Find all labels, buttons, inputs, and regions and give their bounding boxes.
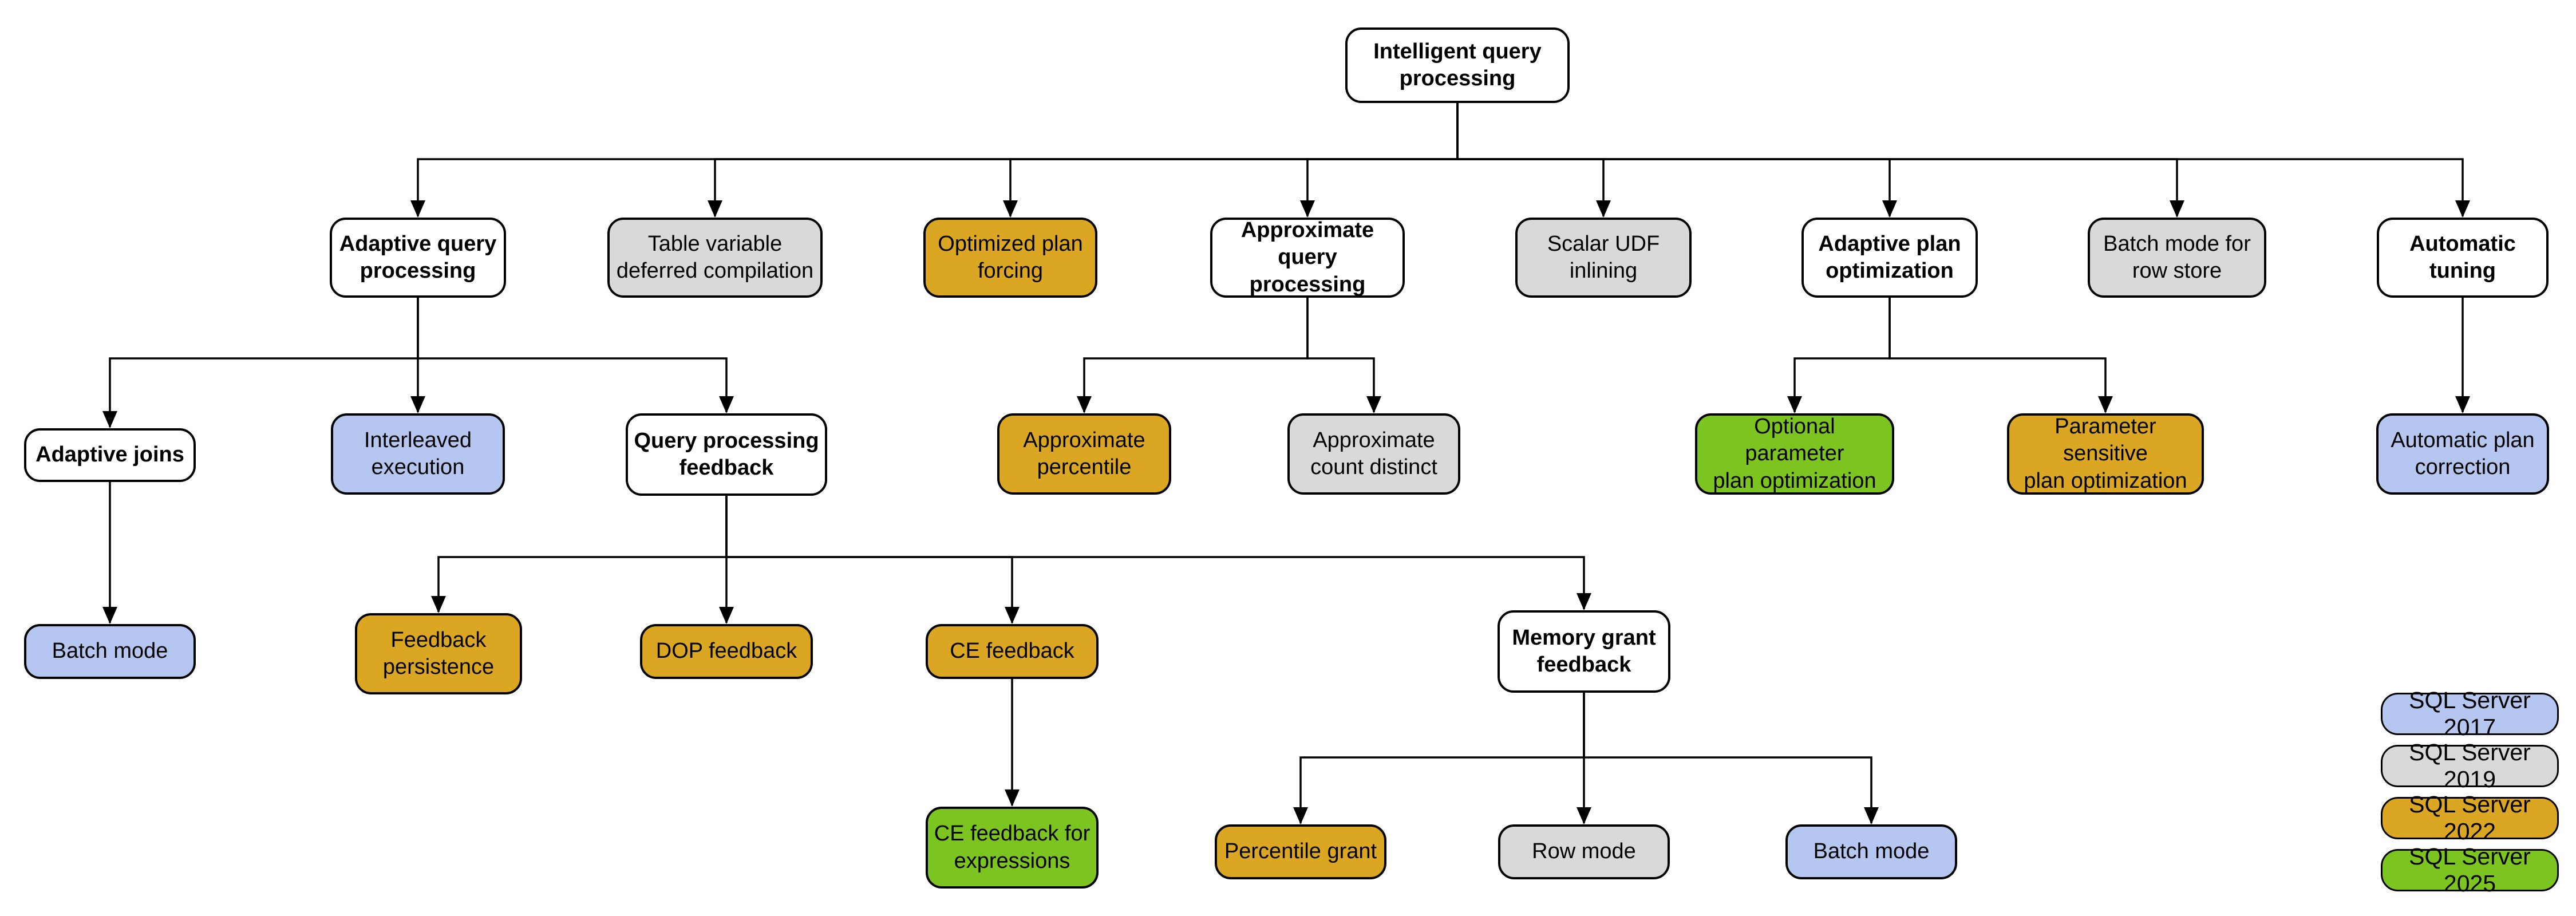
node-label: Parameter sensitive plan optimization [2024,414,2187,493]
node-ap: Approximate percentile [997,413,1171,495]
edge-qpf-ce [725,496,1020,624]
node-aj: Adaptive joins [24,428,196,482]
node-label: Interleaved execution [364,428,472,479]
node-label: Approximate query processing [1240,218,1374,297]
node-ie: Interleaved execution [331,413,505,495]
node-label: Feedback persistence [382,627,495,679]
node-sudf: Scalar UDF inlining [1515,218,1692,298]
node-label: Batch mode [52,639,168,664]
node-bmrs: Batch mode for row store [2088,218,2266,298]
edge-aqproc-ap [1077,298,1309,413]
node-label: Adaptive query processing [339,231,497,283]
legend-item-sql-server-2017: SQL Server 2017 [2381,687,2559,740]
edge-mgf-pg [1293,693,1585,824]
node-label: CE feedback [950,639,1074,664]
node-aqproc: Approximate query processing [1210,218,1405,298]
node-label: Memory grant feedback [1512,625,1656,677]
edge-aqp-aj [102,298,419,428]
node-apo: Adaptive plan optimization [1801,218,1978,298]
legend-label: SQL Server 2017 [2409,687,2531,740]
node-label: Scalar UDF inlining [1547,231,1660,283]
node-ce: CE feedback [926,624,1099,679]
node-qpf: Query processing feedback [626,413,827,496]
node-label: Approximate percentile [1023,428,1145,479]
node-label: Row mode [1532,839,1636,864]
node-root: Intelligent query processing [1345,27,1570,103]
node-label: Automatic plan correction [2391,428,2535,479]
edge-apo-pspo [1888,298,2113,413]
edge-root-at [1456,103,2470,218]
node-label: Approximate count distinct [1310,428,1437,479]
node-label: CE feedback for expressions [934,822,1091,873]
node-label: Batch mode [1813,839,1930,864]
legend-label: SQL Server 2022 [2409,791,2531,844]
node-label: Query processing feedback [634,428,819,480]
node-label: Intelligent query processing [1373,39,1542,90]
node-dop: DOP feedback [640,624,813,679]
edge-mgf-bm22 [1583,693,1879,824]
edge-aqp-qpf [417,298,734,413]
node-label: Percentile grant [1224,839,1377,864]
node-mgf: Memory grant feedback [1498,610,1670,693]
node-label: Adaptive plan optimization [1818,231,1961,283]
node-tvdc: Table variable deferred compilation [607,218,823,298]
node-pspo: Parameter sensitive plan optimization [2007,413,2204,495]
edge-qpf-fp [431,496,728,613]
node-label: Optimized plan forcing [938,231,1083,283]
node-rm: Row mode [1498,824,1670,879]
legend-label: SQL Server 2019 [2409,739,2531,792]
node-bm22: Batch mode [1785,824,1957,879]
node-label: Table variable deferred compilation [616,231,814,283]
legend-item-sql-server-2022: SQL Server 2022 [2381,791,2559,844]
node-opf: Optimized plan forcing [923,218,1097,298]
edge-root-aqproc [1300,103,1459,218]
node-label: Automatic tuning [2409,231,2516,283]
legend-label: SQL Server 2025 [2409,843,2531,897]
legend-item-sql-server-2025: SQL Server 2025 [2381,843,2559,897]
node-bm17: Batch mode [24,624,196,679]
node-label: Optional parameter plan optimization [1713,414,1876,493]
node-label: DOP feedback [655,639,797,664]
node-apc: Automatic plan correction [2376,413,2549,495]
legend-item-sql-server-2019: SQL Server 2019 [2381,739,2559,792]
node-label: Batch mode for row store [2103,231,2251,283]
node-cefe: CE feedback for expressions [926,807,1099,889]
node-aqp: Adaptive query processing [330,218,506,298]
node-pg: Percentile grant [1215,824,1386,879]
node-label: Adaptive joins [35,443,184,467]
node-at: Automatic tuning [2377,218,2549,298]
node-acd: Approximate count distinct [1287,413,1460,495]
edge-aqproc-acd [1306,298,1381,413]
node-oppo: Optional parameter plan optimization [1695,413,1894,495]
edge-apo-oppo [1787,298,1891,413]
node-fp: Feedback persistence [355,613,522,694]
edge-qpf-mgf [725,496,1591,610]
